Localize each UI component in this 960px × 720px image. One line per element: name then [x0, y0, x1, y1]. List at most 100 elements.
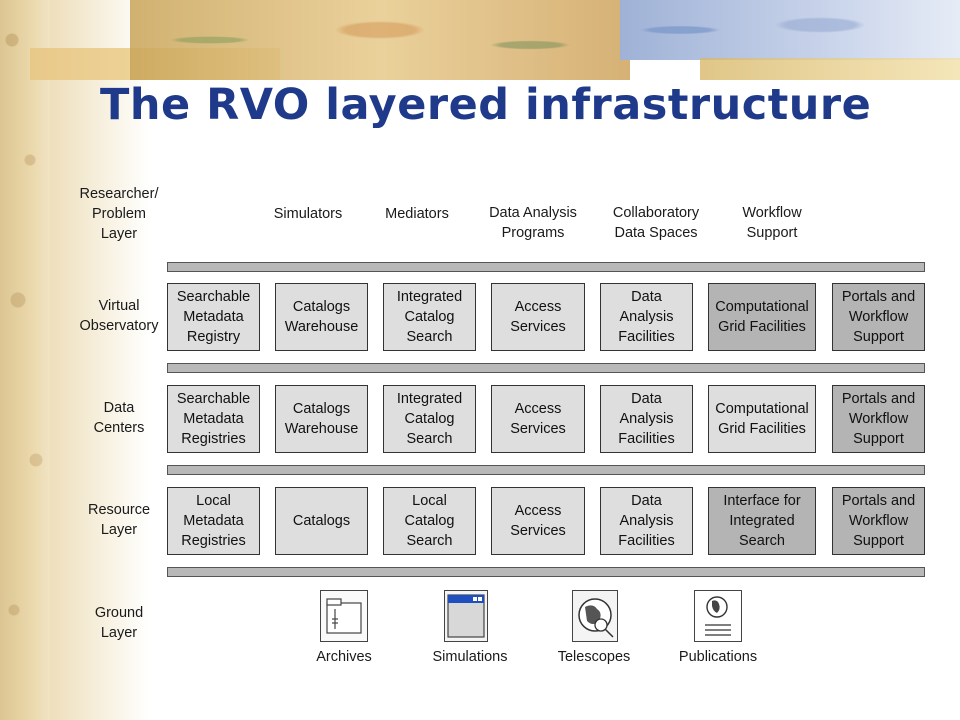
banner-blue-image	[620, 0, 960, 60]
component-line: Portals and	[841, 493, 916, 509]
component-line: Portals and	[841, 289, 916, 305]
component-line: Analysis	[619, 309, 674, 325]
layer-separator-bar	[167, 567, 925, 577]
tool-line: Programs	[501, 225, 565, 241]
component-line: Support	[853, 533, 904, 549]
banner-strip-right	[700, 58, 960, 80]
tool-line: Data Spaces	[614, 225, 698, 241]
component-line: Registries	[181, 533, 246, 549]
label-line: Problem	[92, 206, 146, 222]
tool-line: Workflow	[742, 205, 802, 221]
component-line: Data	[631, 391, 662, 407]
component-line: Services	[510, 319, 566, 335]
component-line: Portals and	[841, 391, 916, 407]
component-line: Catalog	[404, 309, 455, 325]
component-line: Facilities	[618, 431, 675, 447]
tool-line: Support	[746, 225, 798, 241]
component-line: Warehouse	[284, 319, 359, 335]
label-line: Observatory	[79, 318, 159, 334]
component-line: Services	[510, 523, 566, 539]
layer-separator-bar	[167, 363, 925, 373]
component-line: Search	[406, 431, 453, 447]
label-line: Data	[103, 400, 135, 416]
ground-layer-label: Ground Layer	[68, 603, 170, 643]
label-line: Layer	[100, 226, 138, 242]
component-box: Catalogs	[275, 487, 368, 555]
ground-item-label-archives: Archives	[316, 649, 372, 665]
component-line: Catalog	[404, 411, 455, 427]
component-line: Grid Facilities	[718, 421, 806, 437]
component-line: Metadata	[183, 513, 244, 529]
component-line: Local	[196, 493, 231, 509]
component-line: Analysis	[619, 411, 674, 427]
component-line: Facilities	[618, 329, 675, 345]
component-line: Catalogs	[292, 401, 351, 417]
component-line: Grid Facilities	[718, 319, 806, 335]
component-line: Workflow	[848, 411, 909, 427]
label-line: Layer	[100, 625, 138, 641]
label-line: Resource	[87, 502, 151, 518]
ground-item-label-telescopes: Telescopes	[557, 649, 631, 665]
tool-simulators: Simulators	[260, 204, 356, 224]
component-line: Workflow	[848, 513, 909, 529]
archive-icon	[320, 590, 368, 642]
ground-item-label-publications: Publications	[678, 649, 758, 665]
globe-document-icon	[694, 590, 742, 642]
tool-line: Collaboratory	[612, 205, 700, 221]
label-line: Researcher/	[79, 186, 159, 202]
label-line: Ground	[94, 605, 144, 621]
tool-line: Simulators	[273, 206, 343, 222]
component-line: Search	[406, 329, 453, 345]
tool-data-analysis-programs: Data Analysis Programs	[478, 203, 588, 243]
label-line: Layer	[100, 522, 138, 538]
component-line: Catalogs	[292, 513, 351, 529]
tool-line: Mediators	[385, 206, 449, 222]
component-line: Search	[739, 533, 785, 549]
ground-item-label-simulations: Simulations	[432, 649, 508, 665]
tool-mediators: Mediators	[372, 204, 462, 224]
component-line: Catalogs	[292, 299, 351, 315]
layer-separator-bar	[167, 262, 925, 272]
component-line: Local	[412, 493, 447, 509]
component-line: Computational	[715, 401, 809, 417]
component-line: Search	[406, 533, 453, 549]
component-line: Integrated	[729, 513, 795, 529]
banner-leaves-image	[130, 0, 630, 80]
component-line: Metadata	[183, 309, 244, 325]
component-line: Catalog	[404, 513, 455, 529]
simulation-window-icon	[444, 590, 488, 642]
component-line: Integrated	[396, 289, 463, 305]
component-line: Computational	[715, 299, 809, 315]
component-line: Registry	[186, 329, 241, 345]
component-line: Integrated	[396, 391, 463, 407]
layer-separator-bar	[167, 465, 925, 475]
component-line: Interface for	[723, 493, 801, 509]
component-line: Warehouse	[284, 421, 359, 437]
component-line: Services	[510, 421, 566, 437]
label-line: Virtual	[98, 298, 140, 314]
